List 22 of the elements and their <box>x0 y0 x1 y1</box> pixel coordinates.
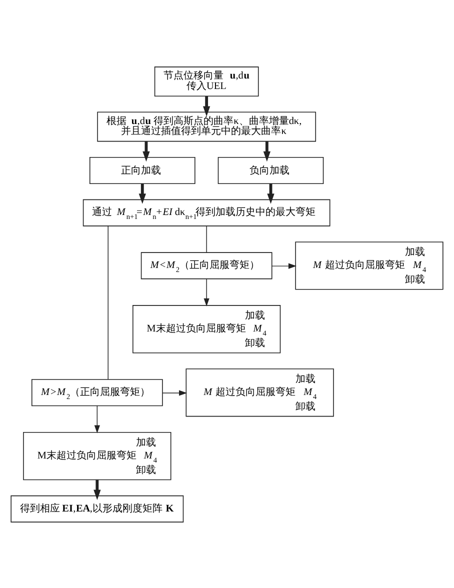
node-box: 加载 M末超过负向屈服弯矩 M$_{4}$ 卸载 <box>132 304 281 353</box>
node-box: 正向加载 <box>89 156 196 184</box>
connector <box>206 225 207 252</box>
arrow <box>94 404 100 433</box>
arrow <box>204 278 210 306</box>
node-box: 节点位移向量 u,du 传入UEL <box>154 66 259 96</box>
arrow <box>94 480 101 500</box>
node-box: 负向加载 <box>218 156 324 184</box>
node-box: 加载 M末超过负向屈服弯矩 M$_{4}$ 卸载 <box>23 431 172 480</box>
arrow <box>142 141 150 162</box>
arrow <box>202 96 210 116</box>
arrow <box>263 141 271 162</box>
node-box: 根据 u,du 得到高斯点的曲率κ、曲率增量dκ,并且通过插值得到单元中的最大曲率κ <box>97 111 316 142</box>
node-box: M<M$_{2}$（正向屈服弯矩） <box>140 252 272 279</box>
arrow <box>267 183 274 204</box>
arrow <box>272 262 296 268</box>
arrow <box>162 390 188 396</box>
node-box: M>M$_{2}$（正向屈服弯矩） <box>31 378 163 406</box>
node-box: 加载 M 超过负向屈服弯矩 M$_{4}$ 卸载 <box>295 241 444 290</box>
node-box: 通过 M$_{n+1}$=M$_{n}$+EI dκ$_{n+1}$得到加载历史中的最大弯矩 <box>82 198 330 226</box>
node-box: 加载 M 超过负向屈服弯矩 M$_{4}$ 卸载 <box>186 368 334 416</box>
arrow <box>138 183 146 204</box>
